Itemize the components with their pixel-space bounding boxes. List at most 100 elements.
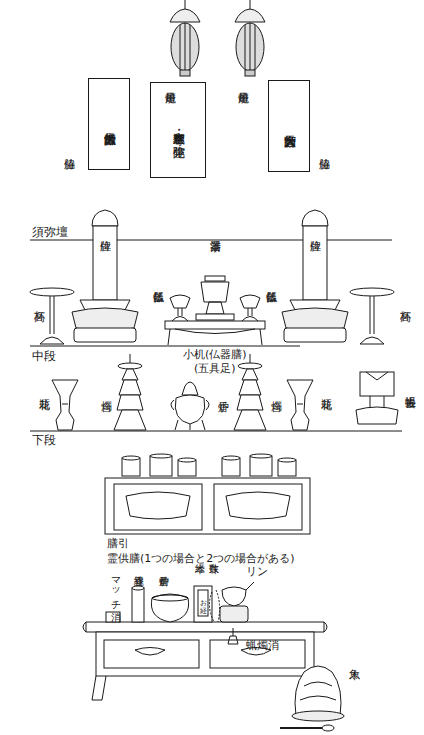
small-table-part xyxy=(165,321,265,329)
memorial-tablet-part xyxy=(92,210,118,226)
candlestick-part xyxy=(119,380,141,395)
candlestick-part xyxy=(122,369,138,380)
candle-snuffer-part xyxy=(228,628,238,644)
tea-vessel-part xyxy=(201,282,229,302)
tier-line-part xyxy=(30,240,392,241)
memorial-tablet xyxy=(282,210,348,342)
candlestick-part xyxy=(239,380,261,395)
candlestick-part xyxy=(237,395,263,410)
front-incense-burner-part xyxy=(151,594,188,622)
part-label: 霊供膳(1つの場合と2つの場合がある) xyxy=(107,553,295,565)
spirit-offering-tray-part xyxy=(278,458,296,462)
flower-vase-part xyxy=(287,380,313,430)
small-table-part xyxy=(168,329,262,345)
death-register xyxy=(356,372,398,424)
memorial-tablet-part xyxy=(284,328,346,342)
bell-part xyxy=(246,582,254,590)
candlestick-part xyxy=(114,410,146,430)
figure-box: 本尊・坐釈迦 坐弥陀 xyxy=(150,82,206,178)
rice-vessel-part xyxy=(240,295,260,308)
spirit-offering-tray-part xyxy=(114,484,202,530)
tier-line xyxy=(30,240,402,431)
rosary-part xyxy=(209,590,219,622)
small-table xyxy=(165,321,265,345)
spirit-offering-tray-part xyxy=(122,458,140,476)
hanging-lantern-part xyxy=(236,23,264,71)
memorial-tablet-part xyxy=(93,226,117,300)
rice-vessel-part xyxy=(172,317,188,322)
memorial-tablet-part xyxy=(74,328,136,342)
tea-vessel-part xyxy=(205,276,225,281)
memorial-tablet-part xyxy=(303,226,327,300)
incense-stand-part xyxy=(132,586,144,590)
candlestick xyxy=(114,354,146,430)
figure-box: 天台大師智顗 xyxy=(268,80,310,172)
part-label: 膳引 xyxy=(107,538,129,550)
part-label: (五具足) xyxy=(194,363,236,375)
front-incense-burner xyxy=(151,594,188,622)
wooden-fish-drum-part xyxy=(292,711,344,721)
spirit-offering-tray-part xyxy=(250,454,272,458)
wooden-fish-drum xyxy=(280,666,344,731)
incense-stand xyxy=(132,586,144,622)
wooden-fish-drum-part xyxy=(295,666,341,716)
offering-stand-part xyxy=(370,296,374,334)
rice-vessel-part xyxy=(248,308,252,316)
tier-line-part xyxy=(30,431,402,432)
hanging-lantern-part xyxy=(250,23,251,71)
offering-stand-part xyxy=(350,288,394,296)
memorial-tablet xyxy=(72,210,138,342)
candlestick-part xyxy=(242,369,258,380)
candlestick xyxy=(234,354,266,430)
spirit-offering-tray-part xyxy=(214,484,302,530)
flower-vase xyxy=(287,380,313,430)
hanging-lantern-part xyxy=(180,25,181,69)
prayer-table-part xyxy=(92,676,318,700)
death-register-part xyxy=(356,407,398,424)
spirit-offering-tray-part xyxy=(122,456,140,460)
hanging-lantern-part xyxy=(171,23,199,71)
spirit-offering-tray-part xyxy=(150,456,172,476)
spirit-offering-tray-part xyxy=(222,456,240,460)
part-label: 蝋燭消 xyxy=(246,640,279,652)
spirit-offering-tray-part xyxy=(150,454,172,458)
candlestick-part xyxy=(117,395,143,410)
part-label: 小机(仏器膳) xyxy=(183,349,247,361)
spirit-offering-tray-part xyxy=(126,492,190,519)
offering-stand-part xyxy=(30,288,74,296)
offering-stand xyxy=(30,288,74,344)
prayer-table-part xyxy=(210,640,305,668)
rice-vessel-part xyxy=(242,317,258,322)
wooden-fish-drum-part xyxy=(322,725,334,731)
spirit-offering-tray-part xyxy=(226,492,290,519)
figure-box: 伝教大師最澄 xyxy=(88,78,130,170)
bell-part xyxy=(222,587,246,606)
rice-vessel-part xyxy=(170,295,190,308)
prayer-table-part xyxy=(96,632,314,676)
tier-line-part xyxy=(30,346,300,347)
spirit-offering-tray xyxy=(105,454,310,534)
memorial-tablet-part xyxy=(302,210,328,226)
prayer-table-part xyxy=(104,640,199,668)
part-label: 須弥壇 xyxy=(32,226,68,239)
part-label: マッチ消 xyxy=(110,570,121,604)
tea-vessel-part xyxy=(196,314,234,320)
hanging-lantern-part xyxy=(245,25,246,69)
candlestick-part xyxy=(118,363,142,369)
incense-stand-part xyxy=(132,588,144,622)
rice-vessel xyxy=(170,295,190,321)
tea-vessel xyxy=(196,276,234,320)
hanging-lantern-part xyxy=(190,25,191,69)
hanging-lantern xyxy=(170,0,200,76)
front-incense-burner-part xyxy=(152,595,188,601)
incense-burner-part xyxy=(182,382,198,395)
flower-vase xyxy=(52,380,78,430)
candlestick-part xyxy=(238,363,262,369)
rice-vessel xyxy=(240,295,260,321)
offering-stand-part xyxy=(360,337,384,344)
part-label: 下段 xyxy=(32,434,56,447)
hanging-lantern-part xyxy=(250,0,251,9)
tea-vessel-part xyxy=(206,302,224,314)
candle-snuffer xyxy=(228,628,238,644)
